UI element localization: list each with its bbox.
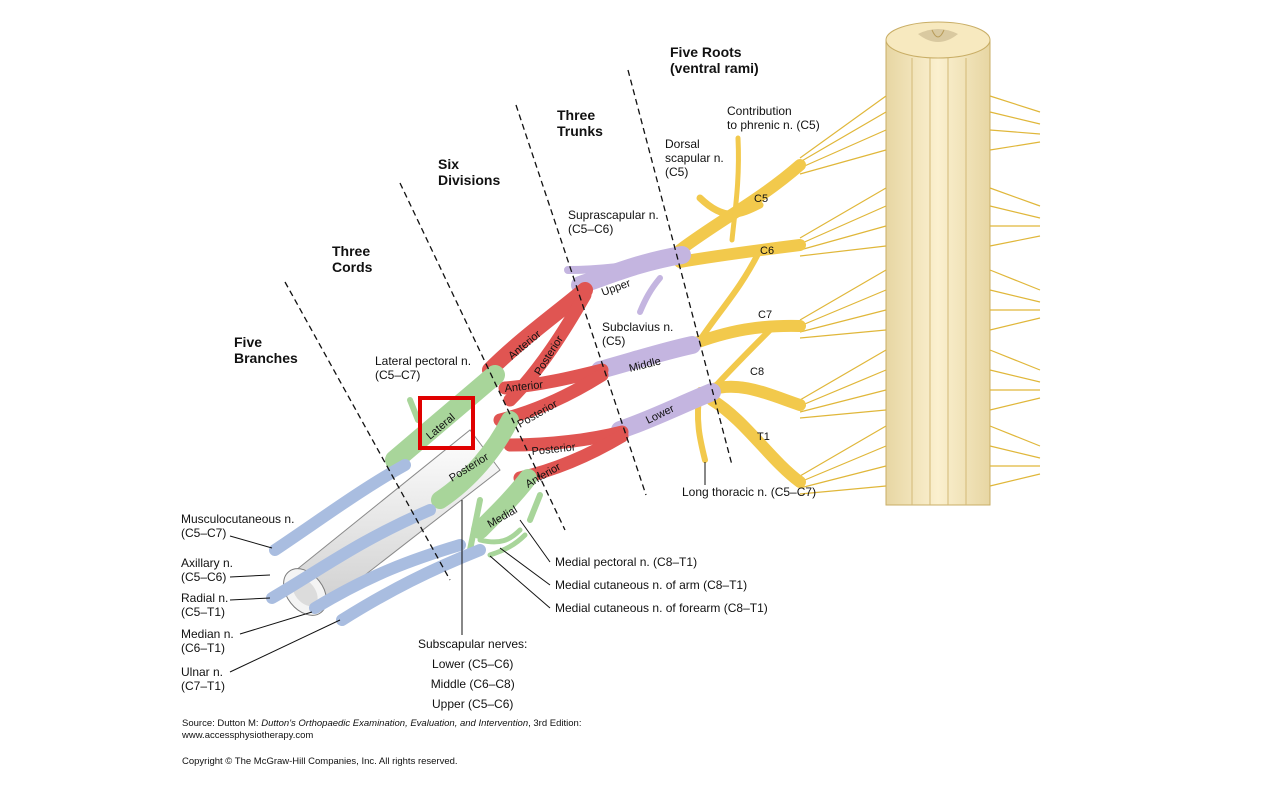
root-c6-label: C6 [760, 245, 774, 257]
label-phrenic: Contribution to phrenic n. (C5) [727, 104, 820, 132]
division-anterior-middle-label: Anterior [504, 379, 544, 395]
label-medial-pectoral: Medial pectoral n. (C8–T1) [555, 555, 698, 569]
region-separators [284, 69, 733, 581]
label-subclavius: Subclavius n. (C5) [602, 320, 674, 348]
header-five-branches: Five Branches [234, 334, 298, 366]
rootlets [799, 95, 1041, 495]
branches [266, 459, 486, 626]
cords [385, 365, 543, 553]
highlight-box [418, 396, 475, 450]
header-six-divisions: Six Divisions [438, 156, 501, 188]
source-citation: Source: Dutton M: Dutton's Orthopaedic E… [182, 718, 581, 730]
roots [674, 135, 806, 488]
header-three-trunks: Three Trunks [557, 107, 603, 139]
label-medial-cutaneous-forearm: Medial cutaneous n. of forearm (C8–T1) [555, 601, 768, 615]
source-url[interactable]: www.accessphysiotherapy.com [182, 730, 314, 741]
label-medial-cutaneous-arm: Medial cutaneous n. of arm (C8–T1) [555, 578, 748, 592]
source-title: Dutton's Orthopaedic Examination, Evalua… [261, 718, 529, 729]
label-suprascapular: Suprascapular n. (C5–C6) [568, 208, 659, 236]
label-radial: Radial n. (C5–T1) [181, 591, 229, 619]
spinal-cord [885, 21, 991, 506]
label-axillary: Axillary n. (C5–C6) [181, 556, 234, 584]
header-five-roots: Five Roots (ventral rami) [670, 44, 759, 76]
source-prefix: Source: Dutton M: [182, 718, 262, 729]
division-posterior-lower-label: Posterior [531, 441, 576, 458]
label-musculocutaneous: Musculocutaneous n. (C5–C7) [181, 512, 295, 540]
root-c5-label: C5 [754, 193, 768, 205]
root-c7-label: C7 [758, 309, 772, 321]
header-three-cords: Three Cords [332, 243, 373, 275]
label-subscapular: Subscapular nerves: Lower (C5–C6) Middle… [418, 637, 528, 711]
label-ulnar: Ulnar n. (C7–T1) [181, 665, 226, 693]
root-c8-label: C8 [750, 366, 764, 378]
label-lateral-pectoral: Lateral pectoral n. (C5–C7) [375, 354, 472, 382]
label-long-thoracic: Long thoracic n. (C5–C7) [682, 485, 817, 499]
label-median: Median n. (C6–T1) [181, 627, 234, 655]
cord-twigs [477, 527, 528, 558]
root-t1-label: T1 [757, 431, 770, 443]
leader-lines [229, 462, 706, 673]
label-dorsal-scapular: Dorsal scapular n. (C5) [665, 137, 724, 179]
trunks [564, 246, 721, 439]
copyright: Copyright © The McGraw-Hill Companies, I… [182, 756, 458, 767]
source-suffix: , 3rd Edition: [528, 718, 582, 729]
